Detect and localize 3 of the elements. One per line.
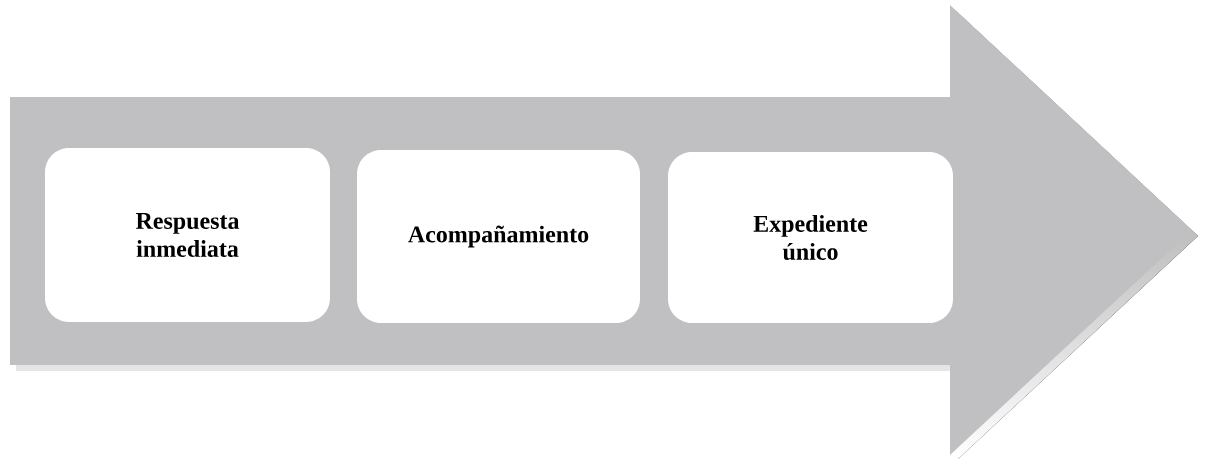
process-box: Acompañamiento (357, 150, 640, 323)
process-box: Expediente único (668, 152, 953, 323)
process-box: Respuesta inmediata (45, 148, 330, 322)
